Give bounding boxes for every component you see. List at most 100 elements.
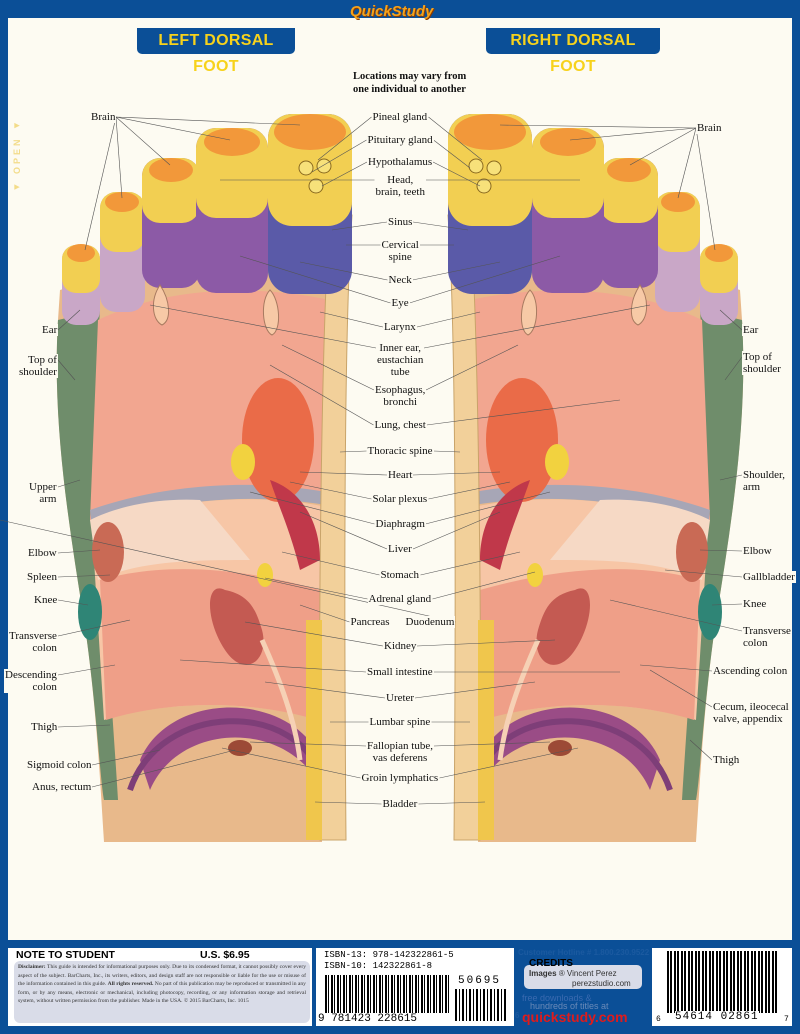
quickstudy-link[interactable]: quickstudy.com: [522, 1009, 628, 1025]
label-left-descending-colon: Descending colon: [4, 669, 58, 693]
leader-line: [319, 311, 384, 328]
label-larynx: Larynx: [383, 321, 417, 333]
leader-line: [420, 551, 521, 576]
leader-line: [433, 450, 461, 453]
leader-line: [244, 621, 384, 647]
label-right-ear: Ear: [742, 324, 760, 336]
label-kidney: Kidney: [383, 640, 418, 652]
leader-line: [699, 549, 743, 552]
leader-line: [433, 741, 551, 747]
label-left-thigh: Thigh: [30, 721, 59, 733]
promo-line-1: free downloads &: [522, 993, 592, 1003]
leader-line: [299, 511, 388, 550]
leader-line: [91, 749, 236, 788]
foot-diagram: [0, 0, 800, 945]
leader-line: [311, 139, 367, 173]
leader-line: [57, 309, 81, 331]
leader-line: [425, 344, 519, 391]
isbn-barcode: [325, 975, 450, 1013]
label-neck: Neck: [387, 274, 413, 286]
leader-line: [409, 255, 561, 304]
leader-line: [331, 221, 388, 231]
leader-line: [91, 749, 161, 766]
left-foot-title: LEFT DORSAL FOOT: [137, 28, 295, 75]
label-thoracic-spine: Thoracic spine: [366, 445, 434, 457]
leader-line: [299, 471, 388, 476]
price: U.S. $6.95: [200, 949, 250, 961]
isbn-13: ISBN-13: 978-142322861-5: [324, 950, 454, 960]
leader-line: [677, 127, 697, 199]
label-lung-chest: Lung, chest: [373, 419, 427, 431]
location-note: Locations may vary from one individual t…: [353, 71, 467, 95]
label-pancreas: Pancreas: [349, 616, 391, 628]
leader-line: [695, 127, 716, 251]
isbn-barcode-digits: 9 781423 228615: [318, 1013, 418, 1025]
right-foot-title: RIGHT DORSAL FOOT: [486, 28, 660, 75]
leader-line: [264, 577, 368, 600]
leader-line: [423, 304, 651, 349]
label-left-ear: Ear: [41, 324, 59, 336]
label-inner-ear-eustachian-tube: Inner ear, eustachian tube: [376, 342, 425, 378]
label-hypothalamus: Hypothalamus: [367, 156, 434, 168]
label-right-shoulder-arm: Shoulder, arm: [742, 469, 787, 493]
label-right-knee: Knee: [742, 598, 768, 610]
leader-line: [416, 639, 556, 647]
label-pineal-gland: Pineal gland: [371, 111, 429, 123]
quickstudy-logo: QuickStudy: [350, 3, 434, 20]
upc-left: 6: [656, 1015, 661, 1024]
label-liver: Liver: [387, 543, 413, 555]
label-left-transverse-colon: Transverse colon: [8, 630, 58, 654]
leader-line: [649, 669, 713, 708]
upc-barcode: [667, 951, 779, 1013]
leader-line: [412, 471, 501, 476]
label-left-top-of-shoulder: Top of shoulder: [18, 354, 58, 378]
addon-prefix: 6: [515, 1011, 520, 1020]
disclaimer: Disclaimer: This guide is intended for i…: [14, 961, 310, 1023]
leader-line: [57, 619, 131, 637]
leader-line: [57, 724, 111, 728]
leader-line: [115, 116, 123, 199]
credits-site[interactable]: perezstudio.com: [572, 979, 631, 988]
leader-line: [57, 664, 116, 676]
footer: NOTE TO STUDENT U.S. $6.95 Disclaimer: T…: [0, 945, 800, 1034]
leader-line: [426, 399, 621, 426]
leader-line: [629, 127, 697, 166]
right-foot: [448, 114, 743, 842]
label-right-gallbladder: Gallbladder: [742, 571, 796, 583]
hotline: Customer Hotline # 1.800.230.9522: [518, 948, 650, 957]
leader-line: [314, 801, 382, 805]
label-head-brain-teeth: Head, brain, teeth: [374, 174, 426, 198]
leader-line: [57, 479, 81, 488]
leader-line: [432, 161, 481, 187]
leader-line: [57, 549, 101, 554]
label-adrenal-gland: Adrenal gland: [367, 593, 433, 605]
leader-line: [281, 551, 380, 576]
leader-line: [321, 161, 368, 187]
leader-line: [115, 116, 301, 126]
isbn-10: ISBN-10: 142322861-8: [324, 961, 433, 971]
label-right-thigh: Thigh: [712, 754, 741, 766]
leader-line: [609, 599, 743, 632]
leader-line: [264, 681, 386, 699]
leader-line: [57, 599, 89, 606]
label-groin-lymphatics: Groin lymphatics: [360, 772, 440, 784]
label-diaphragm: Diaphragm: [374, 518, 426, 530]
leader-line: [711, 603, 743, 606]
label-lumbar-spine: Lumbar spine: [368, 716, 432, 728]
leader-line: [412, 221, 469, 231]
leader-line: [179, 659, 367, 673]
label-ureter: Ureter: [385, 692, 416, 704]
label-right-top-of-shoulder: Top of shoulder: [742, 351, 782, 375]
leader-line: [317, 116, 372, 161]
leader-line: [339, 450, 367, 453]
leader-line: [689, 739, 713, 761]
leader-line: [249, 741, 367, 747]
leader-line: [428, 116, 483, 161]
leader-line: [432, 571, 536, 600]
label-esophagus-bronchi: Esophagus, bronchi: [374, 384, 427, 408]
label-solar-plexus: Solar plexus: [371, 493, 429, 505]
leader-line: [239, 255, 391, 304]
leader-line: [57, 574, 111, 578]
label-left-elbow: Elbow: [27, 547, 58, 559]
label-right-ascending-colon: Ascending colon: [712, 665, 789, 677]
